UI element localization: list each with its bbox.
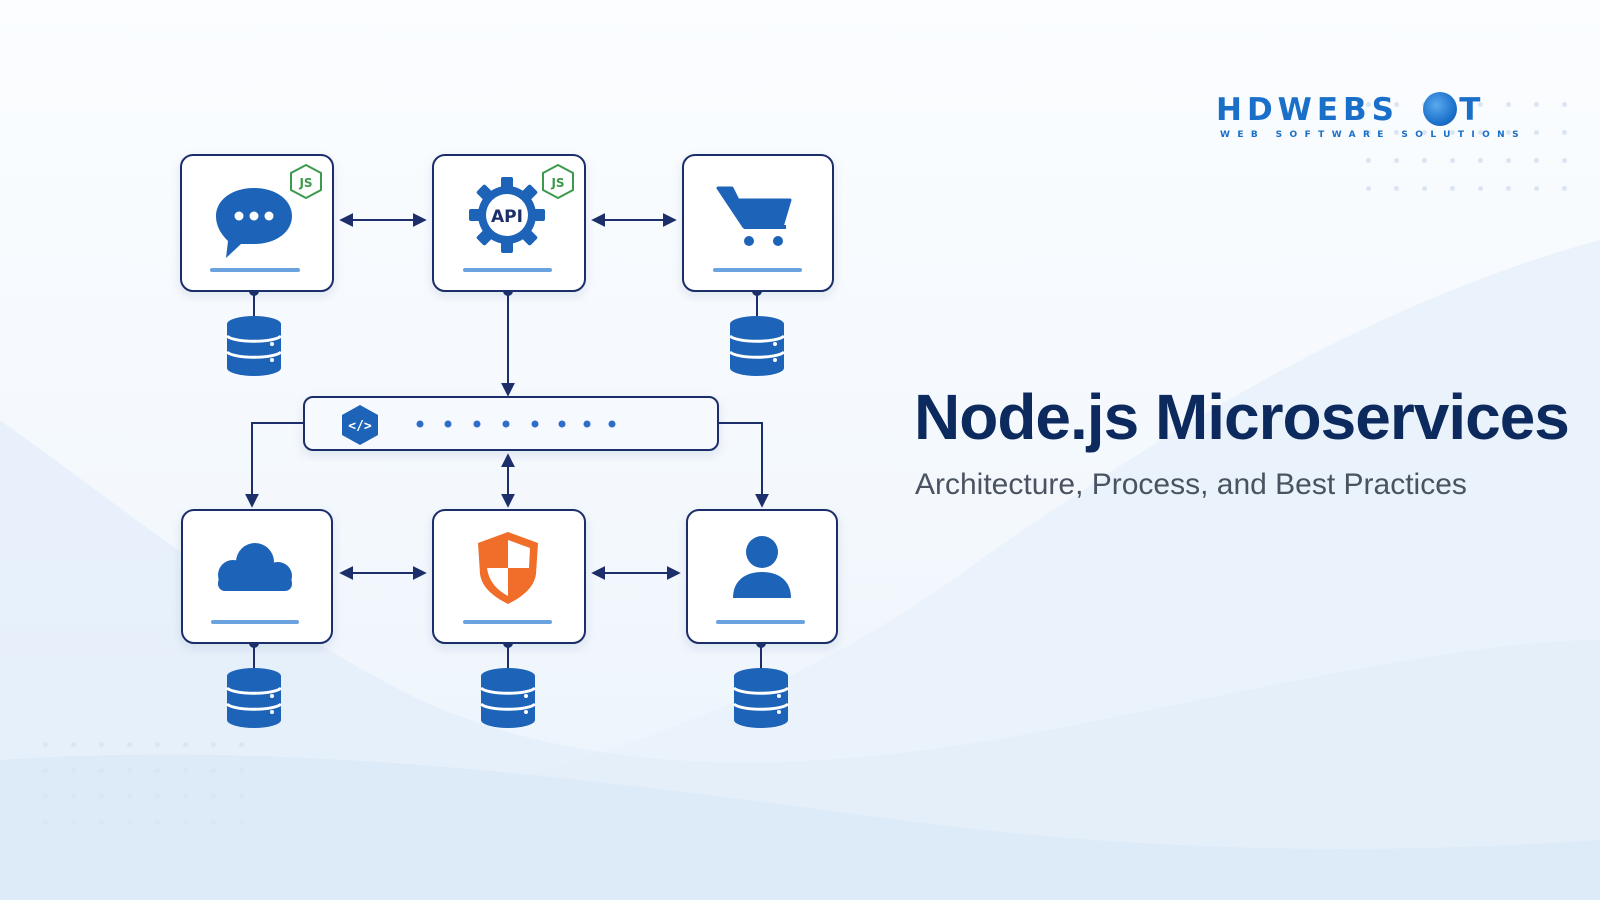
svg-text:</>: </> — [348, 419, 372, 434]
service-box-user — [686, 509, 838, 644]
decor-dot — [1506, 186, 1511, 191]
decor-dot — [183, 768, 188, 773]
decor-dot — [1422, 158, 1427, 163]
database-icon — [225, 316, 283, 376]
decor-dot — [1366, 130, 1371, 135]
globe-icon — [1423, 92, 1457, 126]
database-icon — [732, 668, 790, 728]
cloud-icon — [218, 543, 292, 591]
logo-tagline: WEB SOFTWARE SOLUTIONS — [1220, 130, 1526, 140]
decor-dot — [1534, 102, 1539, 107]
database-icon — [479, 668, 537, 728]
decor-dot — [43, 794, 48, 799]
service-box-security — [432, 509, 586, 644]
decor-dot — [211, 742, 216, 747]
decor-dot — [211, 768, 216, 773]
decor-dot — [99, 768, 104, 773]
decor-dot — [239, 742, 244, 747]
bus-dots — [416, 420, 616, 428]
chat-bubble-icon — [216, 188, 292, 258]
api-gear-icon: API — [469, 177, 545, 253]
service-box-cloud — [181, 509, 333, 644]
decor-dot — [155, 768, 160, 773]
decor-dot — [183, 742, 188, 747]
decor-dot — [99, 820, 104, 825]
database-icon — [225, 668, 283, 728]
decor-dot — [155, 820, 160, 825]
decor-dot — [1422, 130, 1427, 135]
decor-dot — [1394, 130, 1399, 135]
decor-dot — [71, 768, 76, 773]
decor-dot — [1506, 102, 1511, 107]
decor-dot — [43, 742, 48, 747]
decor-dot — [1562, 130, 1567, 135]
decor-dot — [239, 794, 244, 799]
decor-dot — [99, 794, 104, 799]
decor-dot — [43, 768, 48, 773]
service-box-cart — [682, 154, 834, 292]
shopping-cart-icon — [716, 186, 792, 246]
decor-dot — [155, 742, 160, 747]
decor-dot — [71, 794, 76, 799]
code-hexagon-icon: </> — [342, 405, 378, 445]
decor-dot — [1534, 130, 1539, 135]
decor-dot — [1562, 102, 1567, 107]
api-label: API — [491, 207, 523, 227]
decor-dot — [155, 794, 160, 799]
decor-dot — [1450, 130, 1455, 135]
decor-dot — [1534, 186, 1539, 191]
decor-dot — [183, 794, 188, 799]
decor-dot — [1366, 158, 1371, 163]
decor-dot — [1506, 158, 1511, 163]
decor-dot — [43, 820, 48, 825]
decor-dot — [1478, 102, 1483, 107]
page-title: Node.js Microservices — [914, 381, 1570, 453]
database-icon — [728, 316, 786, 376]
decor-dot — [1450, 186, 1455, 191]
decor-dot — [1506, 130, 1511, 135]
decor-dot — [211, 794, 216, 799]
user-profile-icon — [733, 536, 791, 598]
message-bus: </> — [303, 396, 719, 451]
nodejs-badge-text: JS — [550, 176, 564, 190]
dot-grid-top-right — [1366, 102, 1567, 191]
decor-dot — [127, 794, 132, 799]
decor-dot — [127, 742, 132, 747]
security-shield-icon — [478, 532, 538, 604]
decor-dot — [239, 820, 244, 825]
decor-dot — [127, 820, 132, 825]
decor-dot — [1366, 102, 1371, 107]
nodejs-badge-text: JS — [298, 176, 312, 190]
decor-dot — [99, 742, 104, 747]
decor-dot — [211, 820, 216, 825]
nodejs-badge-icon: JS — [542, 163, 574, 200]
service-box-api: API JS — [432, 154, 586, 292]
decor-dot — [127, 768, 132, 773]
decor-dot — [1450, 158, 1455, 163]
decor-dot — [1562, 186, 1567, 191]
page-subtitle: Architecture, Process, and Best Practice… — [915, 468, 1467, 501]
decor-dot — [71, 820, 76, 825]
decor-dot — [1422, 186, 1427, 191]
connector-bus-user — [718, 422, 769, 508]
decor-dot — [1394, 102, 1399, 107]
nodejs-badge-icon: JS — [290, 163, 322, 200]
decor-dot — [183, 820, 188, 825]
decor-dot — [1394, 186, 1399, 191]
decor-dot — [1366, 186, 1371, 191]
connector-bus-cloud — [245, 422, 304, 508]
decor-dot — [1394, 158, 1399, 163]
decor-dot — [1478, 158, 1483, 163]
decor-dot — [1478, 130, 1483, 135]
decor-dot — [1534, 158, 1539, 163]
service-box-chat: JS — [180, 154, 334, 292]
decor-dot — [1562, 158, 1567, 163]
dot-grid-bottom-left — [43, 742, 244, 825]
decor-dot — [1478, 186, 1483, 191]
decor-dot — [239, 768, 244, 773]
decor-dot — [71, 742, 76, 747]
